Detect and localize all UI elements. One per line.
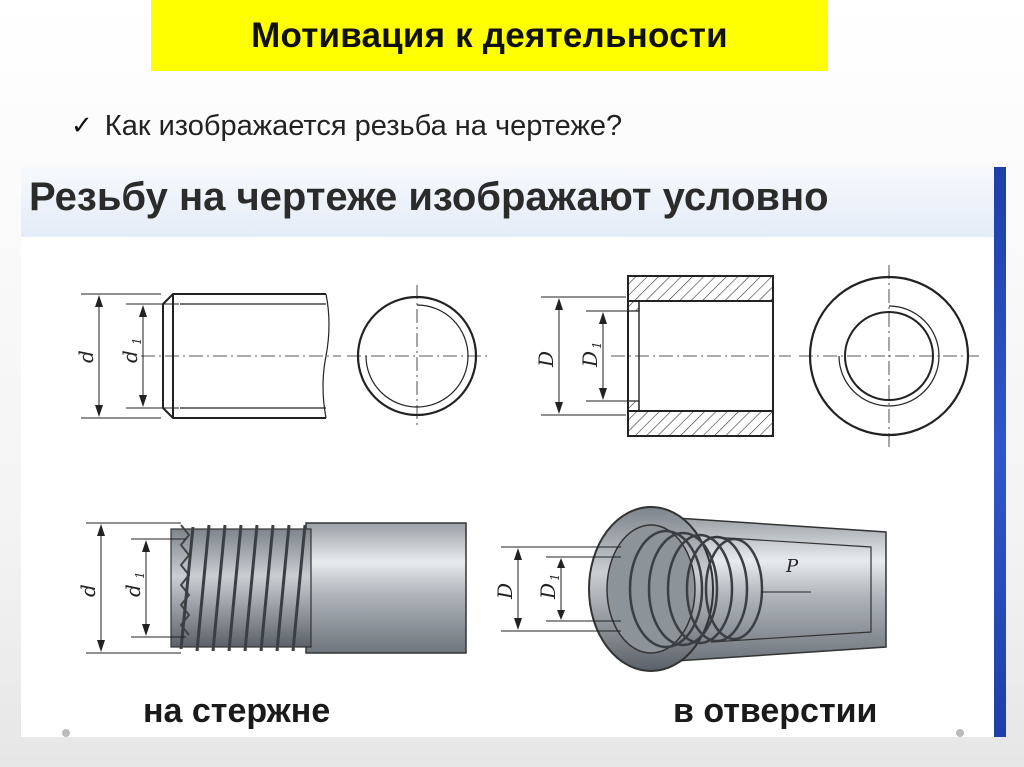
bullet-text: Как изображается резьба на чертеже? xyxy=(104,109,623,142)
label-P: P xyxy=(785,556,799,577)
figure-heading: Резьбу на чертеже изображают условно xyxy=(29,175,829,219)
figure-accent-bar xyxy=(994,167,1006,737)
rod-3d-rendering xyxy=(86,522,467,654)
hole-dimension-labels: D D 1 xyxy=(534,341,604,368)
label-D1: D xyxy=(578,351,602,368)
caption-hole: в отверстии xyxy=(673,692,878,730)
slide-title-box: Мотивация к деятельности xyxy=(151,0,828,71)
label-D1-3d: D xyxy=(536,583,560,600)
checkmark-icon: ✓ xyxy=(71,111,93,141)
label-d1-3d: d xyxy=(121,584,145,597)
figure-heading-band xyxy=(21,167,1006,237)
caption-rod: на стержне xyxy=(143,692,331,730)
rod-dimension-labels: d d 1 xyxy=(74,337,144,363)
slide-title: Мотивация к деятельности xyxy=(251,15,728,55)
thread-drawings: d d 1 xyxy=(74,265,979,672)
rod-thread-drawing xyxy=(81,293,341,419)
label-d1: d xyxy=(118,350,142,363)
label-d: d xyxy=(74,350,98,363)
label-D1-3d-sub: 1 xyxy=(548,573,562,581)
slide-dot-right xyxy=(956,729,964,737)
label-d1-3d-sub: 1 xyxy=(133,571,147,579)
thread-figure: Резьбу на чертеже изображают условно xyxy=(21,167,1006,737)
hole-3d-labels: D D 1 P xyxy=(493,556,799,600)
label-D1-sub: 1 xyxy=(590,341,604,349)
label-d-3d: d xyxy=(76,584,100,597)
hole-3d-rendering xyxy=(501,506,887,672)
label-D: D xyxy=(534,351,558,368)
label-D-3d: D xyxy=(493,583,517,600)
rod-3d-labels: d d 1 xyxy=(76,571,147,597)
hole-thread-drawing xyxy=(541,275,791,437)
hole-end-view xyxy=(799,265,979,449)
rod-end-view xyxy=(347,285,487,427)
label-d1-sub: 1 xyxy=(130,337,144,345)
slide-dot-left xyxy=(62,729,70,737)
bullet-question: ✓ Как изображается резьба на чертеже? xyxy=(71,104,622,148)
